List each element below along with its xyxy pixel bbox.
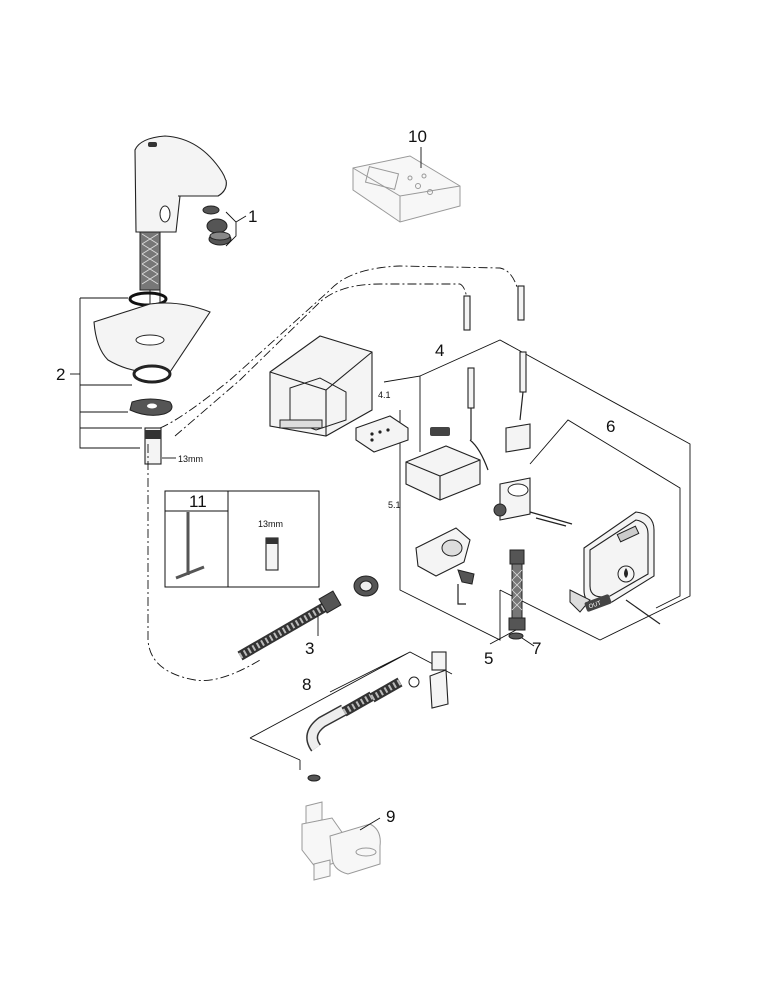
label-part-8: 8 [302, 675, 311, 694]
housing-part-4 [269, 335, 373, 437]
connector-part-5-1 [415, 527, 475, 605]
module-part-4-1 [355, 415, 409, 453]
connection-set-part-8 [306, 651, 449, 782]
valve-body [493, 423, 573, 525]
remote-control-part-10 [352, 155, 461, 223]
mixing-valve-part-9 [301, 801, 381, 881]
cover-plate-part-6 [569, 511, 655, 613]
label-part-1: 1 [248, 207, 257, 226]
out-marking: OUT [588, 600, 602, 610]
label-part-10: 10 [408, 127, 427, 146]
hose-part-3 [237, 575, 379, 661]
wrench-size-label-b: 13mm [258, 519, 283, 529]
washer-part-7 [508, 632, 524, 640]
solenoid-unit [405, 427, 489, 501]
mounting-set-part-2 [93, 291, 211, 465]
label-part-7: 7 [532, 639, 541, 658]
label-part-5: 5 [484, 649, 493, 668]
faucet-body [134, 135, 227, 330]
label-part-5-1: 5.1 [388, 500, 401, 510]
label-part-6: 6 [606, 417, 615, 436]
label-part-2: 2 [56, 365, 65, 384]
label-part-4: 4 [435, 341, 444, 360]
label-part-9: 9 [386, 807, 395, 826]
tool-box-part-11 [164, 490, 320, 588]
aerator-part-1 [202, 205, 232, 246]
wrench-size-label-a: 13mm [178, 454, 203, 464]
label-part-11: 11 [189, 492, 207, 511]
hose-part-5 [508, 549, 526, 631]
label-part-4-1: 4.1 [378, 390, 391, 400]
cable-plugs [463, 285, 527, 440]
label-part-3: 3 [305, 639, 314, 658]
